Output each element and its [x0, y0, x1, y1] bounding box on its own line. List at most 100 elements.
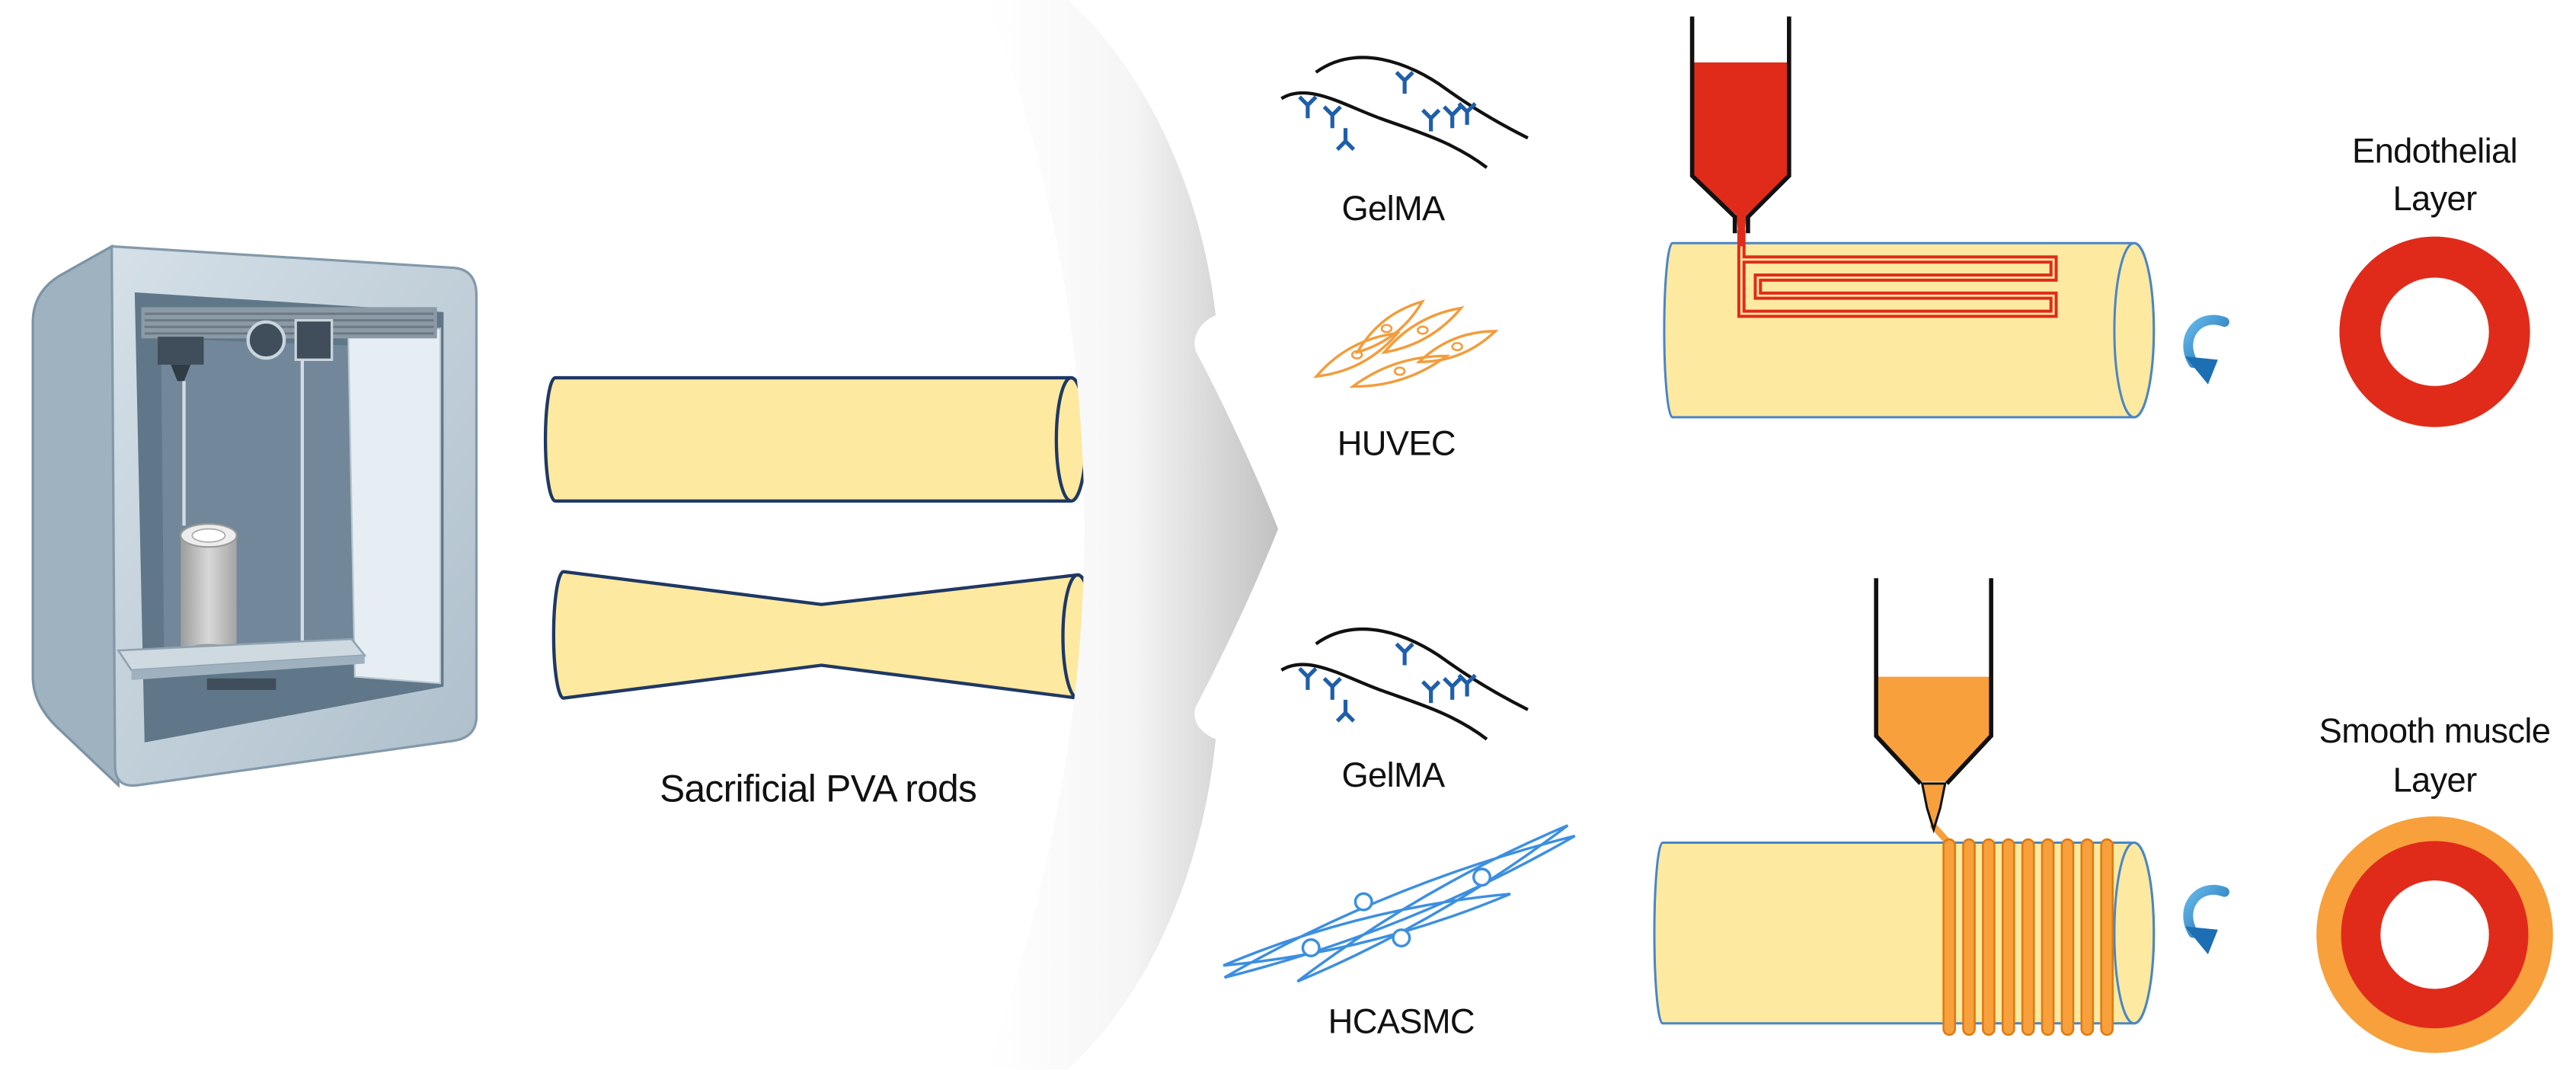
- syringe-nozzle-icon: [1689, 16, 1791, 235]
- huvec-cells-icon: [1313, 299, 1499, 388]
- pva-rods-caption: Sacrificial PVA rods: [660, 768, 976, 810]
- gelma-motif: [1421, 680, 1441, 704]
- helical-coil-icon: [1930, 822, 2114, 1036]
- gelma-motif: [1395, 642, 1414, 666]
- gelma-motif: [1443, 676, 1462, 700]
- hcasmc-nucleus: [1472, 867, 1492, 887]
- gelma-motif: [1421, 108, 1441, 132]
- rotate-arrow-icon: [2183, 315, 2229, 385]
- huvec-nucleus: [1393, 366, 1406, 376]
- gelma-motif: [1395, 71, 1414, 94]
- huvec-cell: [1348, 354, 1451, 388]
- gelma-fiber: [1315, 628, 1529, 711]
- printer-glass-panel: [347, 327, 442, 685]
- syringe-ink-red: [1693, 62, 1788, 216]
- coil-loop: [2100, 838, 2114, 1036]
- tube-lumen: [191, 528, 226, 543]
- coil-loop: [1962, 838, 1976, 1036]
- 3d-printer-icon: [31, 244, 478, 788]
- huvec-nucleus: [1380, 324, 1393, 334]
- syringe-ink-orange: [1878, 676, 1990, 782]
- printer-sensor: [294, 318, 334, 361]
- coil-loop: [2041, 838, 2055, 1036]
- rotate-arrow-head: [2184, 356, 2218, 385]
- printer-build-plate: [116, 637, 367, 690]
- huvec-nucleus: [1350, 350, 1363, 359]
- endothelial-title-line1: Endothelial: [2352, 132, 2517, 171]
- coil-loop: [2080, 838, 2095, 1036]
- serpentine-pattern-icon: [1737, 229, 2058, 318]
- coil-loop: [1982, 838, 1996, 1036]
- endothelial-title-line2: Layer: [2392, 179, 2477, 218]
- gelma-motif: [1457, 673, 1477, 697]
- gelma-motif: [1335, 699, 1356, 723]
- ring-lumen: [2380, 277, 2489, 386]
- huvec-label: HUVEC: [1338, 423, 1456, 462]
- endothelial-ring-icon: [2339, 236, 2530, 427]
- hcasmc-label: HCASMC: [1328, 1002, 1475, 1041]
- huvec-nucleus: [1451, 342, 1463, 352]
- syringe-barrel-outline: [1874, 578, 1993, 785]
- smooth-muscle-ring-icon: [2316, 816, 2553, 1053]
- plate-support: [206, 678, 276, 690]
- gelma-motif: [1457, 102, 1477, 125]
- printer-side-panel: [31, 244, 120, 788]
- printer-extruder: [158, 337, 204, 382]
- nozzle-tip-red: [1736, 215, 1747, 235]
- hcasmc-cell: [1296, 824, 1569, 983]
- printer-camera: [246, 320, 286, 360]
- coil-loop: [2060, 838, 2075, 1036]
- serpentine-filament-core: [1740, 246, 2055, 315]
- huvec-cell: [1313, 331, 1401, 378]
- gelma-label-top: GelMA: [1341, 189, 1446, 228]
- pva-rod-cylinder: [543, 375, 1088, 503]
- syringe-nozzle-icon: [1874, 578, 1993, 834]
- extruder-nozzle: [171, 364, 191, 382]
- mandrel-end: [2113, 241, 2156, 419]
- nozzle-tip-orange: [1920, 782, 1947, 834]
- ring-lumen: [2380, 880, 2489, 989]
- coil-loop: [1942, 838, 1956, 1036]
- gelma-fiber: [1280, 663, 1488, 741]
- gelma-motif: [1443, 105, 1462, 129]
- hcasmc-nucleus: [1392, 928, 1411, 948]
- mandrel-rod-top: [1663, 241, 2156, 419]
- gelma-fiber-icon: [1280, 628, 1529, 741]
- rotate-arrow-arc: [2183, 315, 2229, 369]
- hcasmc-nucleus: [1354, 892, 1373, 912]
- mandrel-rod-bottom: [1653, 841, 2156, 1025]
- hcasmc-cell: [1223, 835, 1576, 979]
- gelma-label-bottom: GelMA: [1341, 755, 1446, 794]
- printer-gantry-rail: [141, 307, 437, 339]
- rod-hourglass-body: [551, 570, 1095, 700]
- plate-edge: [131, 655, 365, 680]
- gelma-motif: [1298, 667, 1318, 690]
- smooth-muscle-title-line2: Layer: [2392, 761, 2477, 800]
- gelma-motif: [1298, 95, 1318, 119]
- huvec-cell: [1381, 305, 1465, 355]
- rod-cylinder-body: [543, 375, 1088, 503]
- rotate-arrow-arc: [2183, 885, 2229, 938]
- smooth-muscle-title-line1: Smooth muscle: [2319, 711, 2551, 750]
- gelma-motif: [1322, 676, 1342, 700]
- rotate-arrow-icon: [2183, 885, 2229, 955]
- gelma-fiber-icon: [1280, 56, 1529, 169]
- coil-loop: [2021, 838, 2035, 1036]
- mandrel-body: [1653, 841, 2156, 1025]
- rotate-arrow-head: [2184, 926, 2218, 955]
- huvec-cell: [1415, 330, 1499, 364]
- extruder-body: [158, 337, 204, 365]
- mandrel-end: [2113, 841, 2156, 1025]
- printed-tube: [180, 522, 238, 664]
- gelma-fiber: [1280, 91, 1488, 169]
- tube-body: [181, 535, 237, 654]
- huvec-nucleus: [1417, 325, 1429, 335]
- huvec-cell: [1354, 299, 1425, 355]
- chevron-arrow-icon: [986, 0, 1279, 1070]
- syringe-barrel-outline: [1689, 16, 1791, 234]
- coil-loop: [2001, 838, 2015, 1036]
- hcasmc-nucleus: [1301, 938, 1321, 958]
- hcasmc-cells-icon: [1222, 824, 1576, 983]
